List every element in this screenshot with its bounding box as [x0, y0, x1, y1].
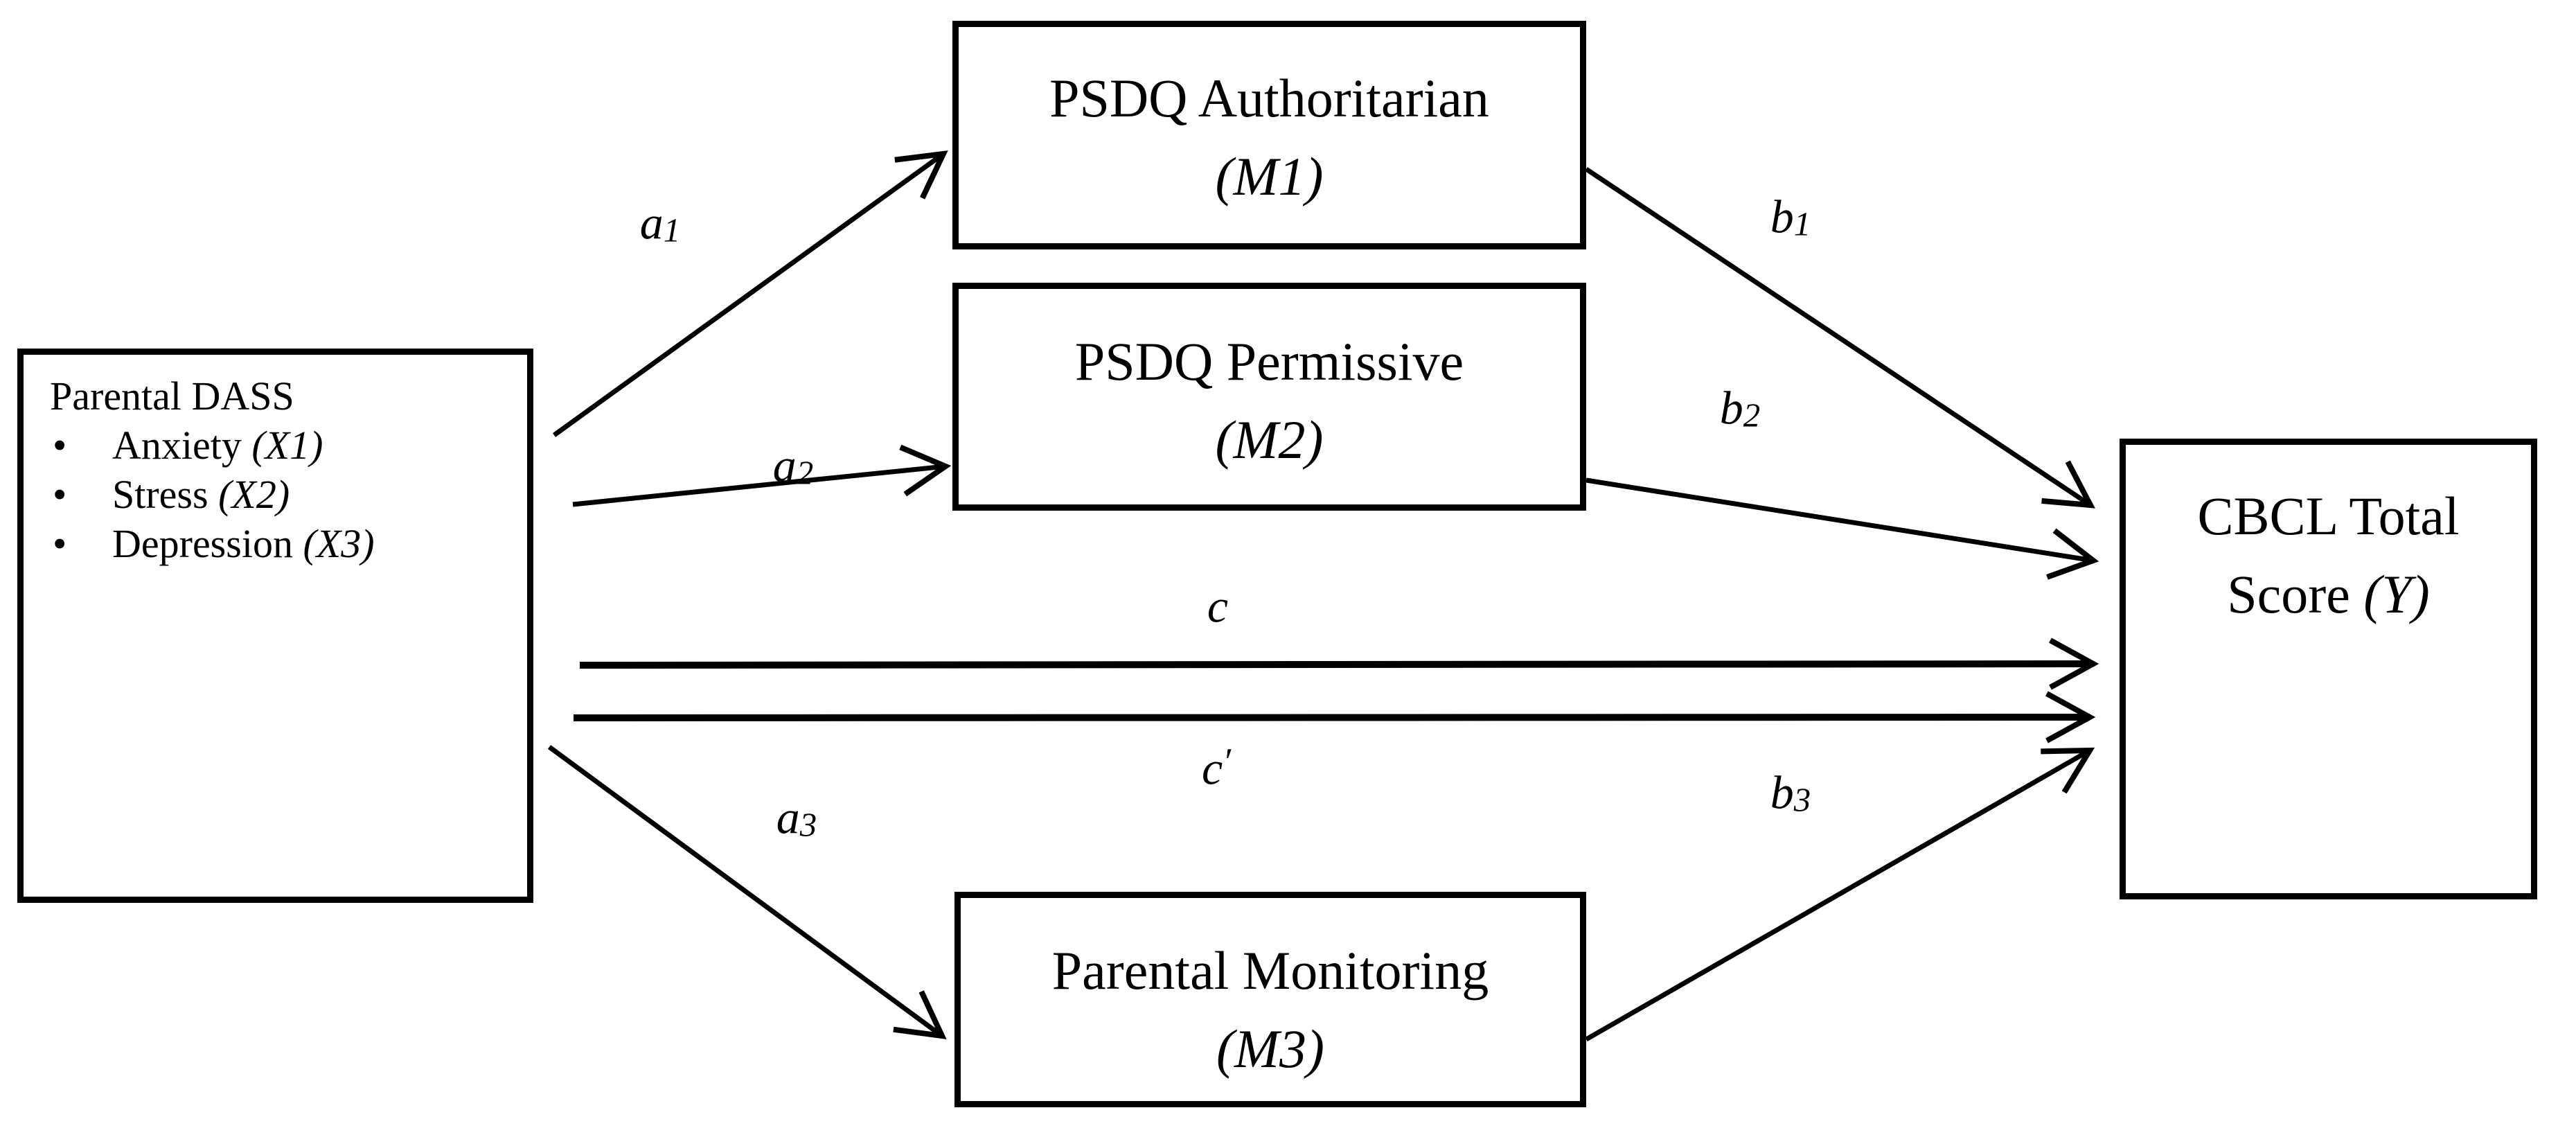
list-item-anxiety: • Anxiety (X1) [50, 421, 403, 470]
list-item-depression: • Depression (X3) [50, 519, 403, 568]
edge-label-c-prime-base: c [1201, 741, 1223, 795]
parental-dass-list: • Anxiety (X1) • Stress (X2) • Depressio… [50, 421, 513, 568]
box-psdq-authoritarian-title: PSDQ Authoritarian [1049, 68, 1489, 128]
list-item-stress: • Stress (X2) [50, 470, 403, 519]
box-parental-dass: Parental DASS • Anxiety (X1) • Stress (X… [17, 349, 533, 903]
edge-label-b1: b1 [1770, 190, 1811, 245]
box-cbcl-total-score: CBCL Total Score (Y) [2120, 439, 2537, 899]
box-psdq-permissive-variable: (M2) [1215, 410, 1324, 470]
edge-label-b1-sub: 1 [1793, 204, 1811, 243]
edge-label-a2-sub: 2 [796, 453, 814, 492]
edge-label-c-base: c [1207, 579, 1229, 633]
box-psdq-permissive-title: PSDQ Permissive [1074, 331, 1464, 391]
edge-label-b2: b2 [1720, 381, 1760, 436]
path-c-arrow [579, 637, 2099, 690]
edge-label-a1-sub: 1 [663, 211, 681, 249]
edge-label-a2-base: a [772, 439, 797, 492]
item-variable: (X1) [251, 423, 323, 468]
edge-label-c: c [1207, 579, 1228, 634]
edge-label-b2-base: b [1719, 381, 1743, 434]
edge-label-c-prime: c′ [1202, 739, 1231, 795]
box-parental-monitoring-variable: (M3) [1216, 1019, 1324, 1079]
path-b3-arrow [1585, 747, 2095, 1042]
box-parental-dass-title: Parental DASS [50, 373, 294, 419]
box-cbcl-line2: Score (Y) [2227, 555, 2429, 633]
bullet-icon: • [53, 521, 67, 566]
item-text: Anxiety [112, 423, 242, 468]
path-b1-arrow [1585, 167, 2095, 509]
box-psdq-authoritarian-variable: (M1) [1215, 146, 1324, 206]
edge-label-b3-sub: 3 [1793, 780, 1811, 819]
box-cbcl-variable: (Y) [2363, 564, 2430, 624]
item-text: Stress [112, 472, 208, 517]
box-cbcl-line2-text: Score [2227, 564, 2350, 624]
box-parental-monitoring-title: Parental Monitoring [1051, 940, 1489, 1001]
path-b2-arrow [1585, 477, 2099, 580]
item-text: Depression [112, 521, 293, 566]
box-parental-monitoring: Parental Monitoring (M3) [954, 892, 1586, 1107]
edge-label-b2-sub: 2 [1743, 396, 1761, 434]
box-psdq-permissive: PSDQ Permissive (M2) [952, 283, 1586, 511]
edge-label-b3: b3 [1770, 766, 1811, 820]
edge-label-a1-base: a [639, 196, 664, 249]
edge-label-a3: a3 [776, 791, 817, 845]
edge-label-b1-base: b [1770, 190, 1794, 243]
edge-label-a3-sub: 3 [799, 805, 817, 844]
edge-label-c-prime-mark: ′ [1223, 740, 1232, 782]
box-psdq-authoritarian: PSDQ Authoritarian (M1) [952, 21, 1586, 249]
bullet-icon: • [53, 472, 67, 517]
item-variable: (X2) [218, 472, 290, 517]
edge-label-a3-base: a [776, 791, 800, 844]
path-a1-arrow [552, 150, 948, 437]
path-a2-arrow [572, 444, 952, 507]
item-variable: (X3) [303, 521, 375, 566]
edge-label-b3-base: b [1770, 766, 1794, 819]
path-a3-arrow [547, 745, 947, 1039]
path-c-prime-arrow [573, 691, 2096, 743]
bullet-icon: • [53, 423, 67, 468]
edge-label-a2: a2 [773, 439, 813, 493]
box-cbcl-line1: CBCL Total [2197, 486, 2460, 546]
edge-label-a1: a1 [640, 196, 680, 251]
